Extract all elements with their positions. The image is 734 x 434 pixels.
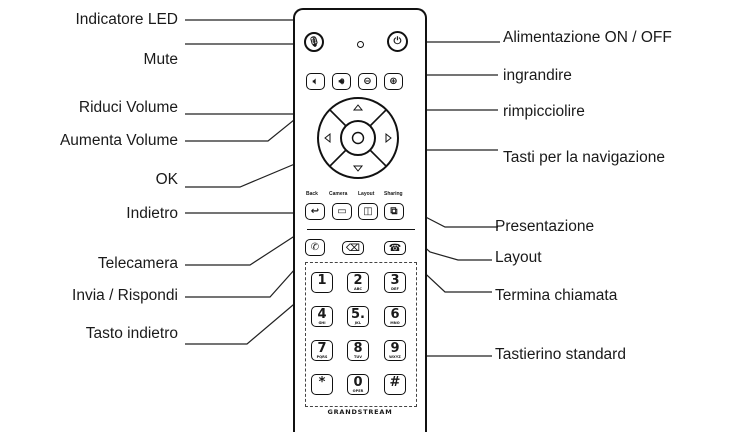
label-back: Indietro <box>126 205 178 222</box>
zoom-in-button[interactable]: ⊕ <box>384 73 403 90</box>
backspace-button[interactable]: ⌫ <box>342 241 364 255</box>
label-layout: Layout <box>495 249 542 266</box>
label-zoom-out: rimpicciolire <box>503 103 585 120</box>
label-end-call: Termina chiamata <box>495 287 618 304</box>
screen-share-icon: ⧉ <box>390 206 398 217</box>
key-0[interactable]: 1 <box>311 272 333 293</box>
key-digit: 8 <box>353 341 363 356</box>
key-digit: 4 <box>317 307 327 322</box>
key-digit: 7 <box>317 341 327 356</box>
key-letters: GHI <box>318 321 326 325</box>
label-nav: Tasti per la navigazione <box>503 149 665 166</box>
key-digit: 5. <box>351 307 365 322</box>
mute-button[interactable]: 🎙︎ <box>304 32 324 52</box>
separator <box>307 229 415 230</box>
speaker-high-icon: 🔊︎ <box>338 76 345 87</box>
key-9[interactable]: * <box>311 374 333 395</box>
label-zoom-in: ingrandire <box>503 67 572 84</box>
label-presentation: Presentazione <box>495 218 595 235</box>
fn-label-back: Back <box>306 191 318 197</box>
fn-label-sharing: Sharing <box>384 191 403 197</box>
arrow-left-icon <box>324 132 331 144</box>
volume-up-button[interactable]: 🔊︎ <box>332 73 351 90</box>
mic-off-icon: 🎙︎ <box>307 36 321 48</box>
key-digit: * <box>318 375 326 390</box>
key-digit: 6 <box>390 307 400 322</box>
fn-label-layout: Layout <box>358 191 375 197</box>
key-letters: TUV <box>354 355 362 359</box>
hang-up-icon: ☎ <box>388 242 402 254</box>
led-indicator <box>357 41 364 48</box>
key-letters: JKL <box>354 321 362 325</box>
power-button[interactable]: ⏻ <box>387 31 408 52</box>
label-power: Alimentazione ON / OFF <box>503 29 672 46</box>
volume-down-button[interactable]: 🔈︎ <box>306 73 325 90</box>
label-vol-up: Aumenta Volume <box>59 132 178 149</box>
key-digit: 9 <box>390 341 400 356</box>
label-camera: Telecamera <box>97 255 178 272</box>
leader-vol-down <box>185 84 307 115</box>
end-call-button[interactable]: ☎ <box>384 241 406 255</box>
back-button[interactable]: ↩ <box>305 203 325 220</box>
key-11[interactable]: # <box>384 374 406 395</box>
zoom-out-button[interactable]: ⊖ <box>358 73 377 90</box>
key-digit: 3 <box>390 273 400 288</box>
label-backspace: Tasto indietro <box>85 325 178 342</box>
fn-label-camera: Camera <box>329 191 348 197</box>
speaker-low-icon: 🔈︎ <box>312 76 319 87</box>
label-vol-down: Riduci Volume <box>78 99 178 116</box>
label-mute: Mute <box>143 51 178 68</box>
arrow-right-icon <box>385 132 392 144</box>
label-led: Indicatore LED <box>75 11 178 28</box>
nav-pad[interactable] <box>315 95 401 181</box>
layout-icon: ◫ <box>363 206 373 217</box>
key-digit: 2 <box>353 273 363 288</box>
key-digit: # <box>389 375 401 390</box>
layout-button[interactable]: ◫ <box>358 203 378 220</box>
keypad-area <box>305 262 417 407</box>
backspace-icon: ⌫ <box>345 242 361 254</box>
phone-icon: ✆ <box>310 242 320 253</box>
send-answer-button[interactable]: ✆ <box>305 239 325 256</box>
key-4[interactable]: 5.JKL <box>347 306 369 327</box>
label-ok: OK <box>155 171 178 188</box>
arrow-down-icon <box>352 165 364 172</box>
key-letters: MNO <box>390 321 400 325</box>
key-letters: DEF <box>391 287 399 291</box>
magnifier-minus-icon: ⊖ <box>363 76 372 87</box>
camera-button[interactable]: ▭ <box>332 203 352 220</box>
key-digit: 1 <box>317 273 327 288</box>
presentation-button[interactable]: ⧉ <box>384 203 404 220</box>
power-icon: ⏻ <box>393 36 402 47</box>
video-camera-icon: ▭ <box>337 206 347 217</box>
key-letters: ABC <box>354 287 362 291</box>
key-letters: PQRS <box>316 355 328 359</box>
brand-logo: GRANDSTREAM <box>327 408 393 416</box>
label-keypad: Tastierino standard <box>495 346 626 363</box>
back-arrow-icon: ↩ <box>310 206 320 217</box>
key-letters: WXYZ <box>389 355 401 359</box>
magnifier-plus-icon: ⊕ <box>389 76 398 87</box>
arrow-up-icon <box>352 104 364 111</box>
label-send-answer: Invia / Rispondi <box>72 287 178 304</box>
ok-button <box>351 131 365 145</box>
key-letters: OPER <box>352 389 364 393</box>
remote-control: 🎙︎ ⏻ 🔈︎ 🔊︎ ⊖ ⊕ Back Camera Layout Sharin… <box>293 8 427 432</box>
key-digit: 0 <box>353 375 363 390</box>
